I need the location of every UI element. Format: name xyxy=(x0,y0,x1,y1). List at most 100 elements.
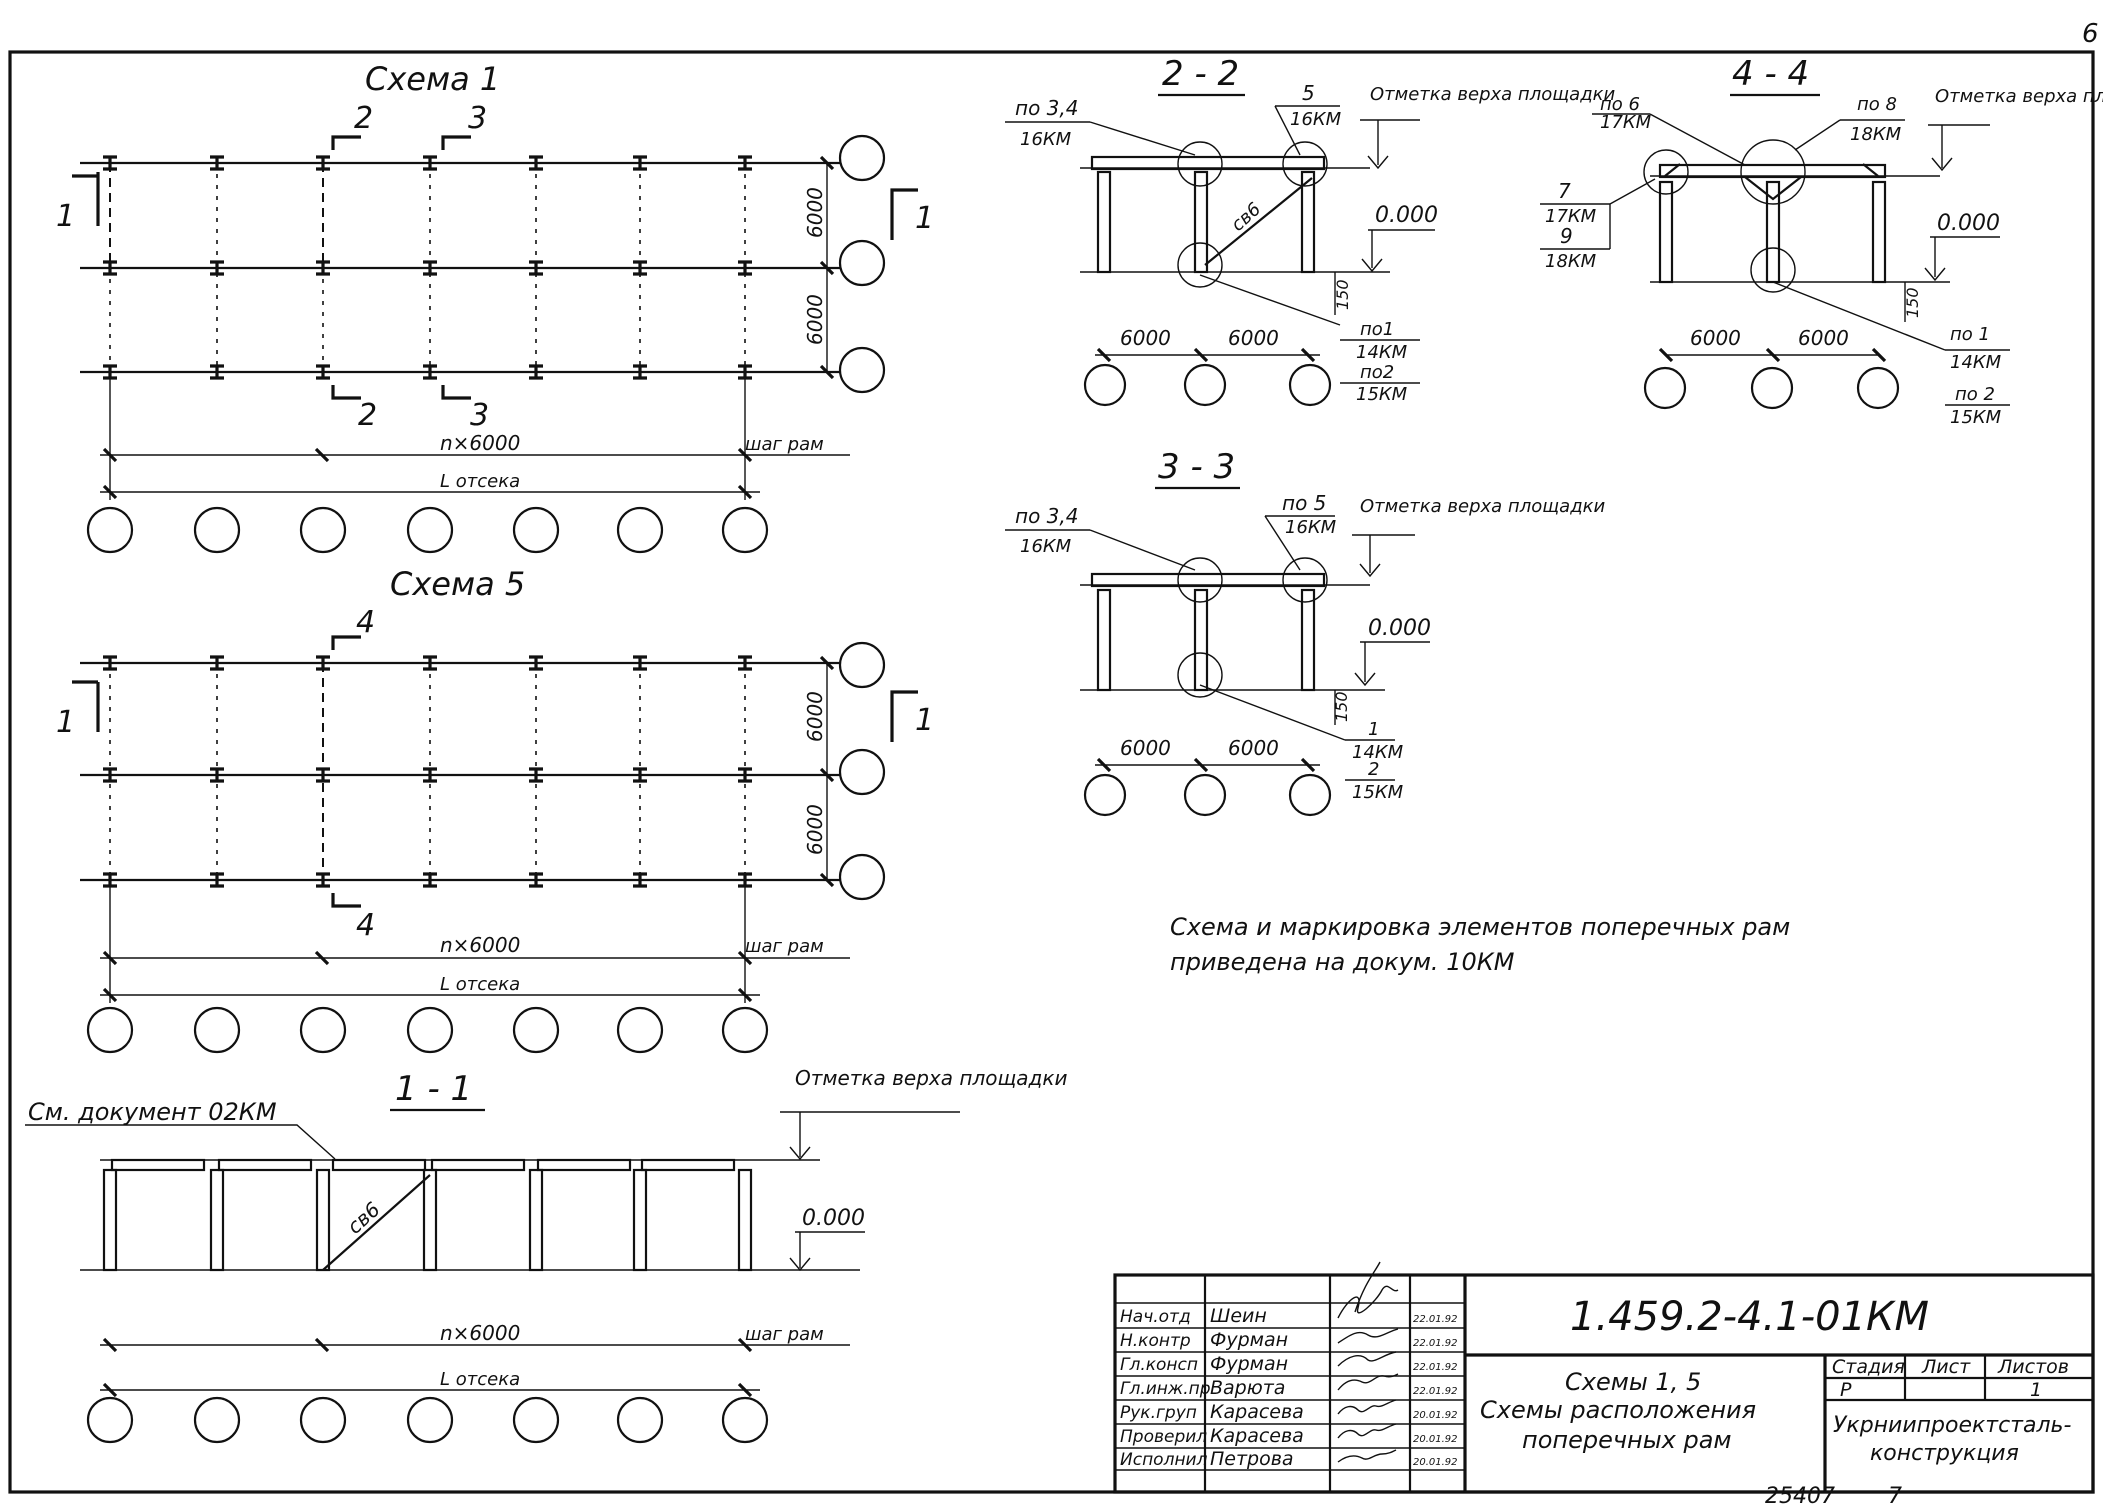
svg-text:20.01.92: 20.01.92 xyxy=(1413,1434,1458,1445)
svg-text:L отсека: L отсека xyxy=(440,1369,520,1390)
svg-text:6000: 6000 xyxy=(1120,736,1171,760)
general-note: Схема и маркировка элементов поперечных … xyxy=(1170,913,1790,976)
svg-text:2: 2 xyxy=(1368,759,1379,780)
svg-text:Фурман: Фурман xyxy=(1210,1329,1288,1351)
svg-text:2: 2 xyxy=(358,398,377,433)
svg-text:св6: св6 xyxy=(1227,199,1265,236)
svg-text:17КМ: 17КМ xyxy=(1545,206,1597,227)
svg-text:Рук.груп: Рук.груп xyxy=(1120,1403,1197,1423)
desc-line-3: поперечных рам xyxy=(1522,1426,1732,1454)
svg-text:16КМ: 16КМ xyxy=(1290,109,1342,130)
svg-text:Проверил: Проверил xyxy=(1120,1427,1207,1447)
sheet-frame xyxy=(8,50,2095,1494)
org-line-1: Укрниипроектсталь- xyxy=(1833,1413,2072,1438)
svg-text:16КМ: 16КМ xyxy=(1020,536,1072,557)
svg-text:16КМ: 16КМ xyxy=(1020,129,1072,150)
svg-text:по 3,4: по 3,4 xyxy=(1015,96,1078,120)
svg-text:Н.контр: Н.контр xyxy=(1120,1331,1191,1351)
svg-text:шаг рам: шаг рам xyxy=(745,434,824,455)
scheme-1-dim-right: 6000 6000 xyxy=(803,155,835,380)
svg-text:4: 4 xyxy=(356,908,375,943)
svg-text:14КМ: 14КМ xyxy=(1352,742,1404,763)
svg-text:6000: 6000 xyxy=(803,804,827,855)
svg-text:0.000: 0.000 xyxy=(1368,616,1431,641)
svg-text:5: 5 xyxy=(1302,81,1315,105)
svg-text:7: 7 xyxy=(1558,179,1571,203)
section-3-3: 3 - 3 по 3,4 16КМ по 5 16КМ Отметка верх… xyxy=(1005,447,1606,817)
svg-text:шаг рам: шаг рам xyxy=(745,1324,824,1345)
svg-text:L отсека: L отсека xyxy=(440,471,520,492)
scheme-1-columns xyxy=(103,155,752,380)
svg-text:Нач.отд: Нач.отд xyxy=(1120,1307,1191,1327)
svg-text:16КМ: 16КМ xyxy=(1285,517,1337,538)
scheme-5-title: Схема 5 xyxy=(390,565,525,603)
drawing-code: 1.459.2-4.1-01КМ xyxy=(1570,1294,1929,1340)
svg-text:6000: 6000 xyxy=(1798,326,1849,350)
svg-text:по 2: по 2 xyxy=(1955,384,1995,405)
svg-text:Карасева: Карасева xyxy=(1210,1401,1304,1423)
scheme-1-axis-bubbles xyxy=(86,134,886,554)
svg-text:n×6000: n×6000 xyxy=(440,1321,520,1345)
scheme-5-grid xyxy=(80,661,840,882)
svg-text:по 6: по 6 xyxy=(1600,94,1640,115)
svg-text:14КМ: 14КМ xyxy=(1950,352,2002,373)
svg-text:15КМ: 15КМ xyxy=(1950,407,2002,428)
desc-line-1: Схемы 1, 5 xyxy=(1565,1368,1701,1396)
svg-text:22.01.92: 22.01.92 xyxy=(1413,1386,1458,1397)
section-1-1: 1 - 1 См. документ 02КМ Отметка верха пл… xyxy=(25,1066,1067,1444)
note-line-2: приведена на докум. 10КМ xyxy=(1170,948,1515,976)
archive-format: 7 xyxy=(1888,1484,1902,1509)
svg-text:0.000: 0.000 xyxy=(802,1206,865,1231)
svg-text:шаг рам: шаг рам xyxy=(745,936,824,957)
svg-text:22.01.92: 22.01.92 xyxy=(1413,1338,1458,1349)
svg-text:6000: 6000 xyxy=(803,691,827,742)
title-block-rows: Нач.отд Шеин 22.01.92 Н.контр Фурман 22.… xyxy=(1120,1305,1458,1470)
svg-text:6000: 6000 xyxy=(803,187,827,238)
scheme-1-title: Схема 1 xyxy=(365,60,500,98)
svg-text:1: 1 xyxy=(1368,719,1379,740)
svg-text:Петрова: Петрова xyxy=(1210,1448,1294,1470)
svg-text:0.000: 0.000 xyxy=(1375,203,1438,228)
scheme-5-dim-bottom: n×6000 шаг рам L отсека xyxy=(100,886,850,1003)
desc-line-2: Схемы расположения xyxy=(1480,1396,1756,1424)
svg-text:150: 150 xyxy=(1332,691,1351,722)
scheme-5-columns xyxy=(103,655,752,888)
scheme-1-cut-marks: 2 3 2 3 1 1 xyxy=(56,101,934,433)
svg-text:6000: 6000 xyxy=(1228,326,1279,350)
section-1-1-axis-bubbles xyxy=(86,1396,769,1444)
svg-text:Гл.инж.пр: Гл.инж.пр xyxy=(1120,1379,1211,1399)
svg-text:6000: 6000 xyxy=(1228,736,1279,760)
svg-text:18КМ: 18КМ xyxy=(1545,251,1597,272)
svg-text:17КМ: 17КМ xyxy=(1600,112,1652,133)
svg-text:Шеин: Шеин xyxy=(1210,1305,1267,1327)
svg-text:Исполнил: Исполнил xyxy=(1120,1450,1208,1470)
svg-text:по1: по1 xyxy=(1360,319,1394,340)
stage-value: Р xyxy=(1840,1379,1852,1401)
svg-text:1: 1 xyxy=(56,705,75,740)
svg-text:2: 2 xyxy=(354,101,373,136)
svg-text:Отметка верха площадки: Отметка верха площадки xyxy=(795,1066,1067,1090)
signatures xyxy=(1337,1261,1399,1463)
scheme-5-axis-bubbles xyxy=(86,641,886,1054)
svg-text:Фурман: Фурман xyxy=(1210,1353,1288,1375)
svg-text:Отметка верха площадки: Отметка верха площадки xyxy=(1935,86,2103,107)
title-block: 1.459.2-4.1-01КМ Нач.отд Шеин 22.01.92 Н… xyxy=(1113,1261,2095,1494)
svg-text:по 8: по 8 xyxy=(1857,94,1897,115)
svg-text:3: 3 xyxy=(470,398,489,433)
svg-text:4: 4 xyxy=(356,605,375,640)
scheme-1-grid xyxy=(80,161,840,374)
svg-text:150: 150 xyxy=(1333,279,1352,310)
svg-text:Карасева: Карасева xyxy=(1210,1425,1304,1447)
svg-text:по 1: по 1 xyxy=(1950,324,1990,345)
scheme-1: Схема 1 2 xyxy=(56,60,934,554)
svg-text:Отметка верха площадки: Отметка верха площадки xyxy=(1360,496,1606,517)
page-number: 6 xyxy=(2082,19,2099,49)
svg-text:n×6000: n×6000 xyxy=(440,431,520,455)
org-line-2: конструкция xyxy=(1870,1441,2019,1466)
svg-text:1: 1 xyxy=(915,703,934,738)
section-3-3-title: 3 - 3 xyxy=(1158,447,1235,487)
svg-text:6000: 6000 xyxy=(803,294,827,345)
sheets-value: 1 xyxy=(2030,1379,2042,1401)
svg-text:Гл.консп: Гл.консп xyxy=(1120,1355,1198,1375)
stage-label: Стадия xyxy=(1832,1356,1905,1378)
